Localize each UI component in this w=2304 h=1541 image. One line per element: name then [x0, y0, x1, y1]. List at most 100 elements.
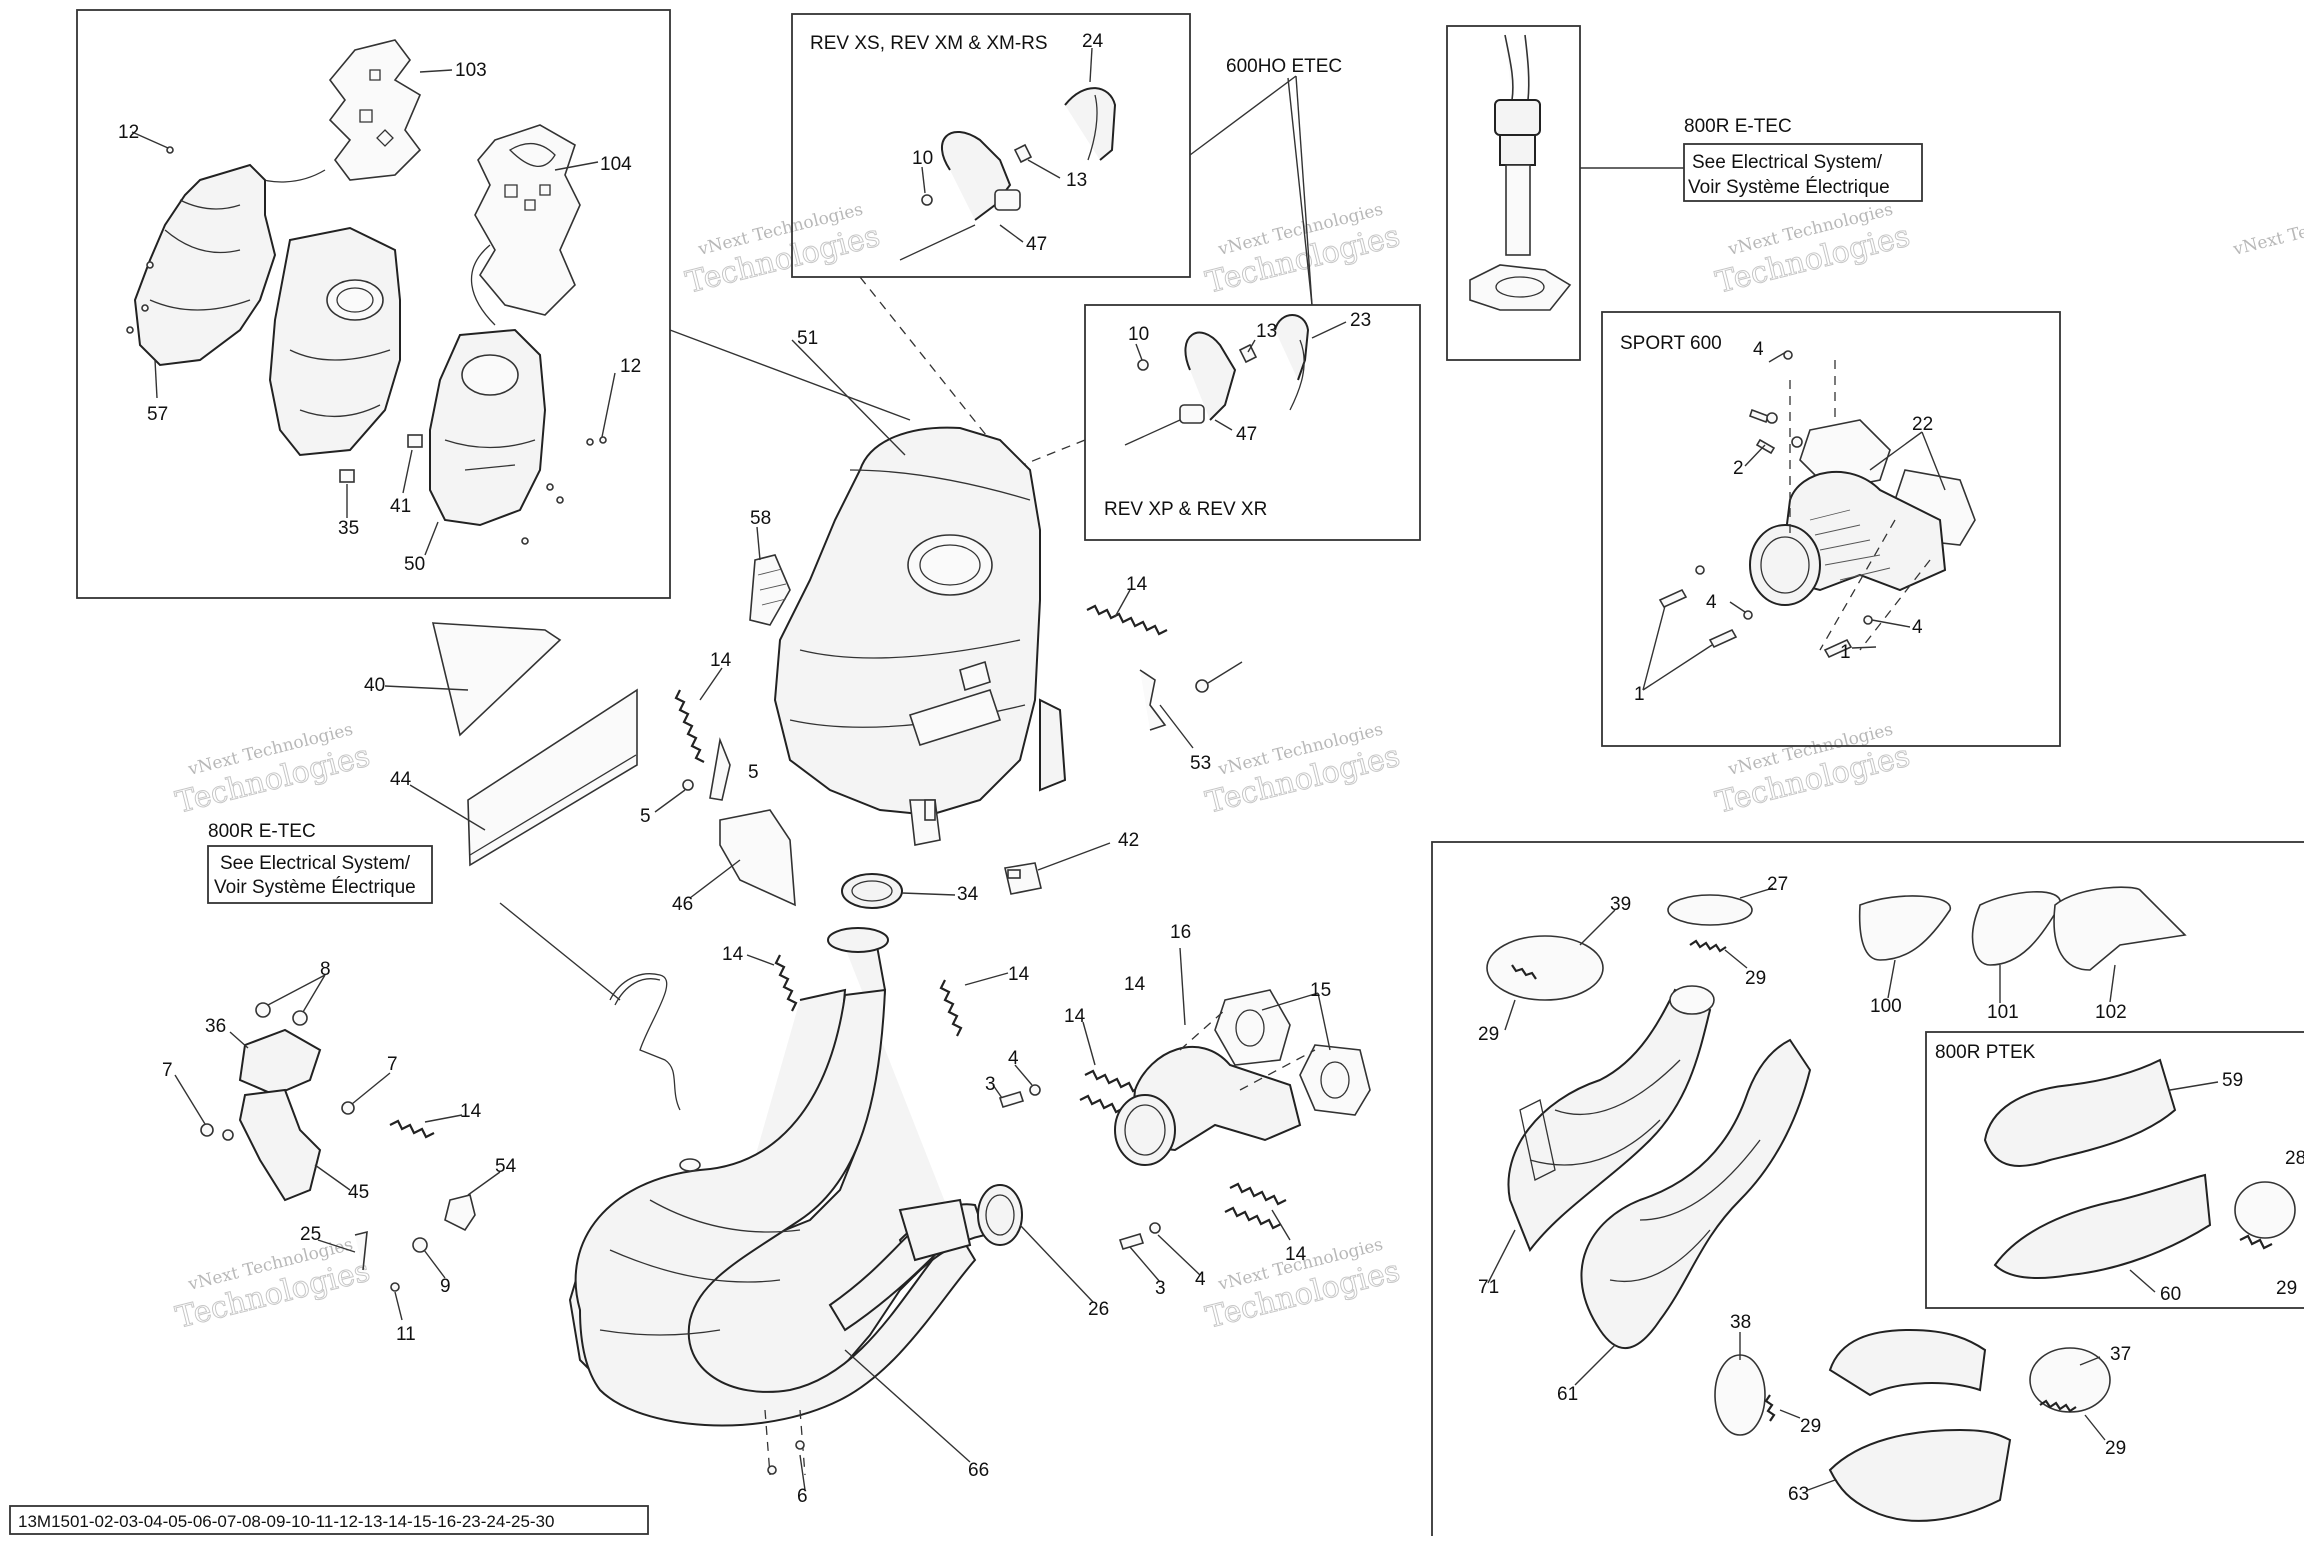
callout-101: 101 [1987, 1002, 2019, 1023]
callout-29: 29 [1745, 968, 1766, 989]
callout-40: 40 [364, 675, 385, 696]
muffler-cover-57 [133, 163, 277, 367]
nut-7 [200, 1123, 214, 1137]
gasket-15b [1299, 1044, 1371, 1116]
main-muffler-51 [773, 339, 1067, 846]
spring-14d [939, 979, 963, 1037]
callout-7: 7 [162, 1060, 173, 1081]
callout-102: 102 [2095, 1002, 2127, 1023]
bolt-3 [998, 1084, 1041, 1108]
sensor-800r [1469, 34, 1572, 311]
nut-5 [1195, 679, 1209, 693]
center-manifold [992, 947, 1371, 1283]
callout-14: 14 [1124, 974, 1146, 995]
callout-37: 37 [2110, 1344, 2131, 1365]
callout-51: 51 [797, 328, 818, 349]
pipe-59 [1983, 1058, 2177, 1167]
note-left-line2: Voir Système Électrique [214, 877, 416, 898]
bolt-8 [255, 1002, 271, 1018]
callout-5: 5 [748, 762, 759, 783]
title-rev-xs-xm: REV XS, REV XM & XM-RS [810, 33, 1048, 54]
center-left-parts [384, 526, 1243, 909]
pipe-71 [1507, 988, 1712, 1253]
muffler-body-inner [268, 226, 401, 457]
box-800r-ptek [1925, 1031, 2304, 1309]
callout-1: 1 [1634, 684, 1645, 705]
callout-16: 16 [1170, 922, 1191, 943]
callout-29: 29 [2276, 1278, 2297, 1299]
harness-47 [940, 130, 1012, 221]
group-boxes [9, 9, 2304, 1541]
pad-101 [1971, 891, 2061, 966]
callout-3: 3 [985, 1074, 996, 1095]
clip-24 [1064, 87, 1117, 161]
callout-61: 61 [1557, 1384, 1578, 1405]
callout-27: 27 [1767, 874, 1788, 895]
spring-14h [1224, 1206, 1282, 1230]
callout-14: 14 [722, 944, 744, 965]
clip-25 [354, 1230, 368, 1271]
callout-12: 12 [620, 356, 641, 377]
clip-23 [1274, 314, 1310, 381]
callout-47: 47 [1026, 234, 1047, 255]
callout-60: 60 [2160, 1284, 2181, 1305]
callout-34: 34 [957, 884, 979, 905]
bolt-8b [292, 1010, 308, 1026]
pad-40 [431, 622, 562, 737]
note-left-line1: See Electrical System/ [220, 853, 411, 874]
spring-14i [389, 1119, 435, 1139]
callout-36: 36 [205, 1016, 226, 1037]
callout-71: 71 [1478, 1277, 1499, 1298]
spring-29e [2239, 1234, 2273, 1250]
callout-47: 47 [1236, 424, 1257, 445]
callout-46: 46 [672, 894, 693, 915]
spring-14g [1229, 1182, 1287, 1206]
callout-104: 104 [600, 154, 632, 175]
callout-3: 3 [1155, 1278, 1166, 1299]
callout-4: 4 [1706, 592, 1717, 613]
callout-35: 35 [338, 518, 359, 539]
pad-102 [2053, 886, 2187, 971]
left-cable-bracket [174, 973, 681, 1321]
gasket-15a [1214, 989, 1291, 1066]
callout-66: 66 [968, 1460, 989, 1481]
callout-23: 23 [1350, 310, 1371, 331]
callout-63: 63 [1788, 1484, 1809, 1505]
callout-10: 10 [1128, 324, 1149, 345]
chamber-inlet [827, 927, 889, 953]
callout-24: 24 [1082, 31, 1104, 52]
spring-29a [1511, 964, 1537, 980]
title-sport-600: SPORT 600 [1620, 333, 1722, 354]
callout-54: 54 [495, 1156, 517, 1177]
nut-7b [341, 1101, 355, 1115]
cable-800r [609, 973, 681, 1111]
nut-11 [390, 1282, 400, 1292]
callout-53: 53 [1190, 753, 1211, 774]
box-alt-pipes [1431, 841, 2304, 1541]
callout-26: 26 [1088, 1299, 1109, 1320]
title-800r-ptek: 800R PTEK [1935, 1042, 2036, 1063]
heat-shield-group [126, 39, 616, 556]
spring-14e [1084, 1069, 1142, 1093]
tie-10b [1137, 359, 1149, 371]
nut-9 [412, 1237, 428, 1253]
box-rev-xp-xr [1084, 304, 1421, 541]
callout-15: 15 [1310, 980, 1331, 1001]
ring-34 [841, 873, 903, 909]
callout-4: 4 [1753, 339, 1764, 360]
callout-29: 29 [1800, 1416, 1821, 1437]
title-800r-etec-left: 800R E-TEC [208, 821, 316, 842]
alt-pipes-group [1486, 886, 2296, 1522]
callout-59: 59 [2222, 1070, 2243, 1091]
callout-100: 100 [1870, 996, 1902, 1017]
springs [389, 589, 1291, 1241]
callout-10: 10 [912, 148, 933, 169]
callout-50: 50 [404, 554, 425, 575]
spring-29d [2039, 1399, 2077, 1413]
title-600ho-etec: 600HO ETEC [1226, 56, 1342, 77]
box-heat-shield-group [76, 9, 671, 599]
callout-41: 41 [390, 496, 411, 517]
